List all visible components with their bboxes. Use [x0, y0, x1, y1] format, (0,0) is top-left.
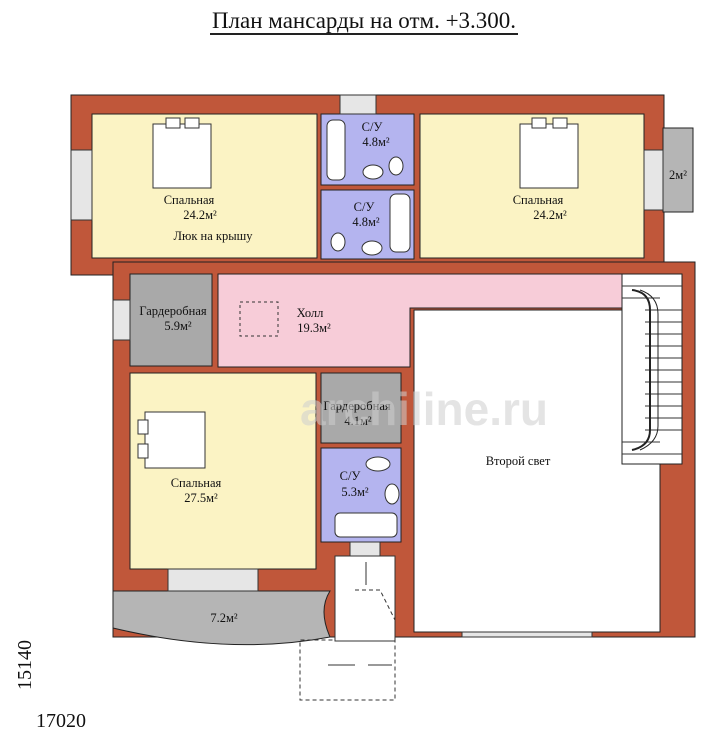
- roof-hatch-outline: [239, 301, 279, 337]
- second-light-name: Второй свет: [486, 454, 551, 468]
- roof-hatch-label: Люк на крышу: [174, 229, 254, 243]
- hall-name: Холл: [297, 306, 324, 320]
- balcony-east-area: 2м²: [669, 168, 687, 182]
- bedroom-nw-name: Спальная: [164, 193, 215, 207]
- staircase: [621, 273, 683, 465]
- room-labels: Спальная 24.2м² Люк на крышу Спальная 24…: [139, 120, 687, 625]
- bath-2-name: С/У: [354, 200, 375, 214]
- entrance-porch: [299, 555, 396, 701]
- wardrobe-c-name: Гардеробная: [323, 399, 391, 413]
- plan-title: План мансарды на отм. +3.300.: [209, 8, 519, 35]
- balcony-south: [112, 590, 331, 646]
- second-light-void: [413, 309, 661, 633]
- balcony-east: [662, 127, 694, 213]
- bath-3-area: 5.3м²: [341, 485, 369, 499]
- bedroom-ne-area: 24.2м²: [533, 208, 567, 222]
- wardrobe-c-area: 4.1м²: [344, 414, 372, 428]
- plumbing-fixtures: [326, 119, 411, 538]
- wardrobe-c: [320, 372, 402, 444]
- bedroom-sw-name: Спальная: [171, 476, 222, 490]
- depth-dimension: 15140: [14, 640, 36, 690]
- bed-icon: [137, 117, 579, 469]
- bath-1-area: 4.8м²: [362, 135, 390, 149]
- wardrobe-w-area: 5.9м²: [164, 319, 192, 333]
- bath-1-name: С/У: [362, 120, 383, 134]
- windows: [70, 94, 664, 638]
- bath-2-area: 4.8м²: [352, 215, 380, 229]
- bedroom-sw-area: 27.5м²: [184, 491, 218, 505]
- width-dimension: 17020: [36, 710, 86, 732]
- bath-3-name: С/У: [340, 469, 361, 483]
- bedroom-ne-name: Спальная: [513, 193, 564, 207]
- hall-area-label: 19.3м²: [297, 321, 331, 335]
- bedroom-nw-area: 24.2м²: [183, 208, 217, 222]
- bedroom-sw: [129, 372, 317, 570]
- balcony-south-area: 7.2м²: [210, 611, 238, 625]
- watermark-logo: archiline.ru: [300, 383, 548, 435]
- wardrobe-w-name: Гардеробная: [139, 304, 207, 318]
